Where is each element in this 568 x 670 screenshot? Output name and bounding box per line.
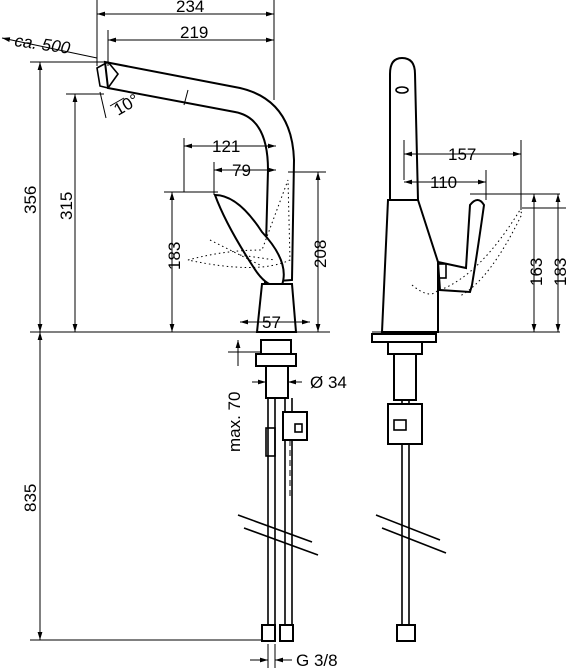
dim-110: 110 [430, 173, 457, 192]
front-handle [436, 199, 486, 294]
front-valve-box [387, 403, 423, 445]
dim-g38: G 3/8 [296, 651, 338, 670]
dim-183-right: 183 [551, 258, 568, 286]
connector-right [279, 624, 294, 642]
front-connector [396, 624, 416, 642]
front-shank [393, 353, 417, 401]
dim-121: 121 [212, 137, 240, 156]
dim-157: 157 [448, 145, 476, 164]
side-view [30, 60, 330, 642]
side-dimensions: 234 219 ca. 500 10° 356 315 121 79 183 [1, 0, 347, 670]
threaded-shank [265, 365, 289, 399]
dim-234: 234 [176, 0, 204, 16]
break-line-1 [237, 514, 313, 543]
dim-57: 57 [262, 313, 281, 332]
hose-fitting [265, 427, 276, 457]
front-body [380, 199, 439, 333]
handle-swing-outline [187, 179, 291, 268]
break-line-2 [243, 527, 319, 556]
dim-315: 315 [57, 192, 76, 220]
front-handle-swing [439, 208, 523, 297]
dim-835: 835 [21, 484, 40, 512]
front-flange [371, 333, 437, 343]
mount-flange [260, 339, 292, 355]
spray-head [96, 60, 120, 89]
front-spout [389, 56, 420, 201]
dim-183-left: 183 [165, 242, 184, 270]
dim-356: 356 [21, 186, 40, 214]
connector-left [261, 624, 276, 642]
dim-208: 208 [311, 240, 330, 268]
dim-163: 163 [527, 258, 546, 286]
mount-nut [255, 353, 297, 367]
front-dimensions: 157 110 163 183 [403, 140, 568, 332]
dim-ca500: ca. 500 [13, 31, 71, 58]
spout-seam [183, 89, 189, 106]
dim-max70: max. 70 [225, 392, 244, 452]
dim-219: 219 [180, 23, 208, 42]
front-view [371, 56, 560, 642]
dim-dia34: Ø 34 [310, 373, 347, 392]
dim-79: 79 [232, 161, 251, 180]
handle-swing-lines [209, 239, 276, 267]
